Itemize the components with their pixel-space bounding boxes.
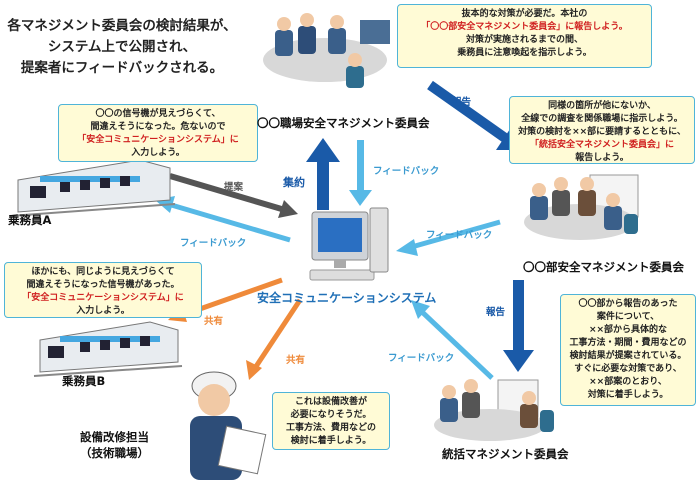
computer-illustration: [309, 207, 389, 281]
label-feedback-tokatsu: フィードバック: [388, 353, 455, 364]
label-maintenance-line-2: （技術職場）: [80, 446, 149, 460]
label-shuyaku: 集約: [283, 176, 305, 189]
feedback-arrow-down: [349, 140, 372, 206]
bubble-bu: 同様の箇所が他にないか、 全線での調査を関係職場に指示しよう。 対策の検討を××…: [509, 96, 695, 164]
intro-line-2: システム上で公開され、: [47, 39, 197, 55]
bubble-line: ××部案のとおり、: [589, 377, 667, 387]
bubble-line: 工事方法・期間・費用などの: [569, 338, 687, 348]
bubble-driver-a: 〇〇の信号機が見えづらくて、 間違えそうになった。危ないので 「安全コミュニケー…: [58, 104, 258, 162]
label-tokatsu-committee: 統括マネジメント委員会: [442, 447, 569, 461]
label-kyoyu-maintenance: 共有: [286, 355, 306, 366]
bubble-line: 必要になりそうだ。: [290, 410, 372, 420]
label-driver-a: 乗務員A: [8, 213, 52, 227]
intro-line-1: 各マネジメント委員会の検討結果が、: [7, 18, 237, 34]
bubble-line: 工事方法、費用などの: [285, 423, 376, 433]
label-report-2: 報告: [486, 307, 506, 318]
meeting-illustration-tokatsu: [434, 379, 554, 441]
report-arrow-2: [503, 280, 534, 372]
bubble-line: 全線での調査を関係職場に指示しよう。: [521, 114, 683, 124]
intro-text: 各マネジメント委員会の検討結果が、 システム上で公開され、 提案者にフィードバッ…: [6, 16, 238, 79]
label-feedback-system: フィードバック: [373, 166, 440, 177]
shuyaku-arrow: [306, 138, 340, 210]
share-arrow-maintenance: [246, 298, 303, 380]
bubble-line: ほかにも、同じように見えづらくて: [31, 267, 175, 277]
bubble-line: 〇〇部から報告のあった: [578, 299, 678, 309]
bubble-line: これは設備改善が: [294, 397, 367, 407]
bubble-maintenance: これは設備改善が 必要になりそうだ。 工事方法、費用などの 検討に着手しよう。: [272, 392, 390, 450]
bubble-line: すぐに必要な対策であり、: [574, 364, 682, 374]
label-report-1: 報告: [452, 97, 472, 108]
bubble-line: 「安全コミュニケーションシステム」に: [77, 135, 239, 145]
bubble-line: ××部から具体的な: [588, 325, 668, 335]
label-kyoyu-driver-b: 共有: [204, 316, 224, 327]
bubble-line: 対策の検討を××部に要請するとともに、: [518, 127, 686, 137]
bubble-line: 「安全コミュニケーションシステム」に: [22, 293, 184, 303]
bubble-line: 案件について、: [596, 312, 660, 322]
label-teian: 提案: [224, 182, 244, 193]
bubble-line: 報告しよう。: [575, 153, 629, 163]
feedback-arrow-tokatsu: [411, 300, 494, 380]
bubble-line: 「統括安全マネジメント委員会」に: [529, 140, 674, 150]
bubble-tokatsu: 〇〇部から報告のあった 案件について、 ××部から具体的な 工事方法・期間・費用…: [560, 294, 696, 406]
train-a-illustration: [9, 159, 176, 217]
label-feedback-bu: フィードバック: [426, 230, 493, 241]
meeting-illustration-shokuba: [263, 13, 390, 88]
worker-illustration: [190, 371, 267, 480]
bubble-line: 検討結果が提案されている。: [569, 351, 687, 361]
label-maintenance-line-1: 設備改修担当: [80, 430, 149, 444]
meeting-illustration-bu: [524, 174, 639, 240]
intro-line-3: 提案者にフィードバックされる。: [20, 60, 224, 76]
label-shokuba-committee: 〇〇職場安全マネジメント委員会: [257, 116, 430, 130]
bubble-line: 対策に着手しよう。: [587, 390, 669, 400]
bubble-line: 〇〇の信号機が見えづらくて、: [95, 109, 221, 119]
label-bu-committee: 〇〇部安全マネジメント委員会: [523, 260, 684, 274]
bubble-line: 間違えそうになった信号機があった。: [26, 280, 180, 290]
proposal-arrow: [169, 173, 298, 218]
feedback-arrow-bu: [396, 219, 501, 256]
bubble-line: 間違えそうになった。危ないので: [90, 122, 226, 132]
bubble-line: 対策が実施されるまでの間、: [465, 35, 583, 45]
bubble-line: 入力しよう。: [131, 148, 185, 158]
bubble-shokuba: 抜本的な対策が必要だ。本社の 「〇〇部安全マネジメント委員会」に報告しよう。 対…: [397, 4, 652, 68]
bubble-line: 抜本的な対策が必要だ。本社の: [461, 9, 588, 19]
label-safety-system: 安全コミュニケーションシステム: [257, 291, 437, 305]
label-driver-b: 乗務員B: [62, 374, 106, 388]
bubble-line: 乗務員に注意喚起を指示しよう。: [457, 48, 592, 58]
bubble-line: 「〇〇部安全マネジメント委員会」に報告しよう。: [421, 22, 628, 32]
label-feedback-driver-a: フィードバック: [180, 238, 247, 249]
bubble-line: 同様の箇所が他にないか、: [548, 101, 656, 111]
bubble-driver-b: ほかにも、同じように見えづらくて 間違えそうになった信号機があった。 「安全コミ…: [4, 262, 202, 318]
bubble-line: 検討に着手しよう。: [290, 436, 372, 446]
label-maintenance: 設備改修担当 （技術職場）: [80, 429, 149, 461]
bubble-line: 入力しよう。: [76, 306, 130, 316]
train-b-illustration: [33, 321, 183, 377]
